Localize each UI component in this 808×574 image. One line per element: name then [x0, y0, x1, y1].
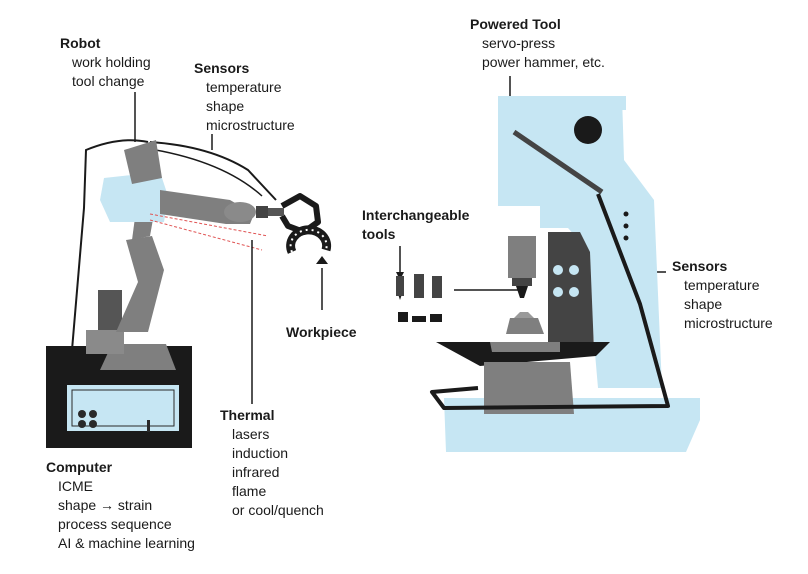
- sensors-press-line-1: temperature: [684, 277, 760, 293]
- powered-tool-line-2: power hammer, etc.: [482, 54, 605, 70]
- robot-title: Robot: [60, 35, 101, 51]
- sensors-press-line-2: shape: [684, 296, 723, 312]
- sensors-robot-line-2: shape: [206, 98, 245, 114]
- powered-tool-label: Powered Tool servo-press power hammer, e…: [470, 15, 605, 72]
- sensors-robot-line-3: microstructure: [206, 117, 295, 133]
- sensors-press-title: Sensors: [672, 258, 728, 274]
- computer-label: Computer ICME shape → strain process seq…: [46, 458, 195, 553]
- sensors-robot-line-1: temperature: [206, 79, 282, 95]
- powered-tool-title: Powered Tool: [470, 16, 561, 32]
- thermal-line-3: infrared: [232, 464, 280, 480]
- thermal-label: Thermal lasers induction infrared flame …: [220, 406, 324, 520]
- interchangeable-title-2: tools: [362, 226, 396, 242]
- workpiece-horseshoe: [286, 225, 332, 254]
- workpiece-label: Workpiece: [286, 323, 357, 342]
- thermal-line-4: flame: [232, 483, 267, 499]
- sensors-robot-title: Sensors: [194, 60, 250, 76]
- thermal-line-1: lasers: [232, 426, 270, 442]
- sensors-robot-label: Sensors temperature shape microstructure: [194, 59, 295, 135]
- interchangeable-tools-label: Interchangeable tools: [362, 206, 469, 244]
- leader-lines: [134, 76, 666, 404]
- robot-arm: [71, 139, 321, 370]
- robot-line-2: tool change: [72, 73, 145, 89]
- computer-line-3: process sequence: [58, 516, 172, 532]
- sensors-press-line-3: microstructure: [684, 315, 773, 331]
- interchangeable-tools: [396, 274, 442, 322]
- powered-tool-line-1: servo-press: [482, 35, 556, 51]
- interchangeable-title-1: Interchangeable: [362, 207, 470, 223]
- computer-line-4: AI & machine learning: [58, 535, 195, 551]
- press-frame: [430, 96, 700, 452]
- robot-label: Robot work holding tool change: [60, 34, 151, 91]
- sensors-press-label: Sensors temperature shape microstructure: [672, 257, 773, 333]
- thermal-title: Thermal: [220, 407, 275, 423]
- computer-line-2: shape → strain: [58, 497, 153, 513]
- thermal-line-2: induction: [232, 445, 289, 461]
- workpiece-title: Workpiece: [286, 324, 357, 340]
- computer-title: Computer: [46, 459, 113, 475]
- thermal-line-5: or cool/quench: [232, 502, 324, 518]
- robot-line-1: work holding: [72, 54, 151, 70]
- computer-line-1: ICME: [58, 478, 93, 494]
